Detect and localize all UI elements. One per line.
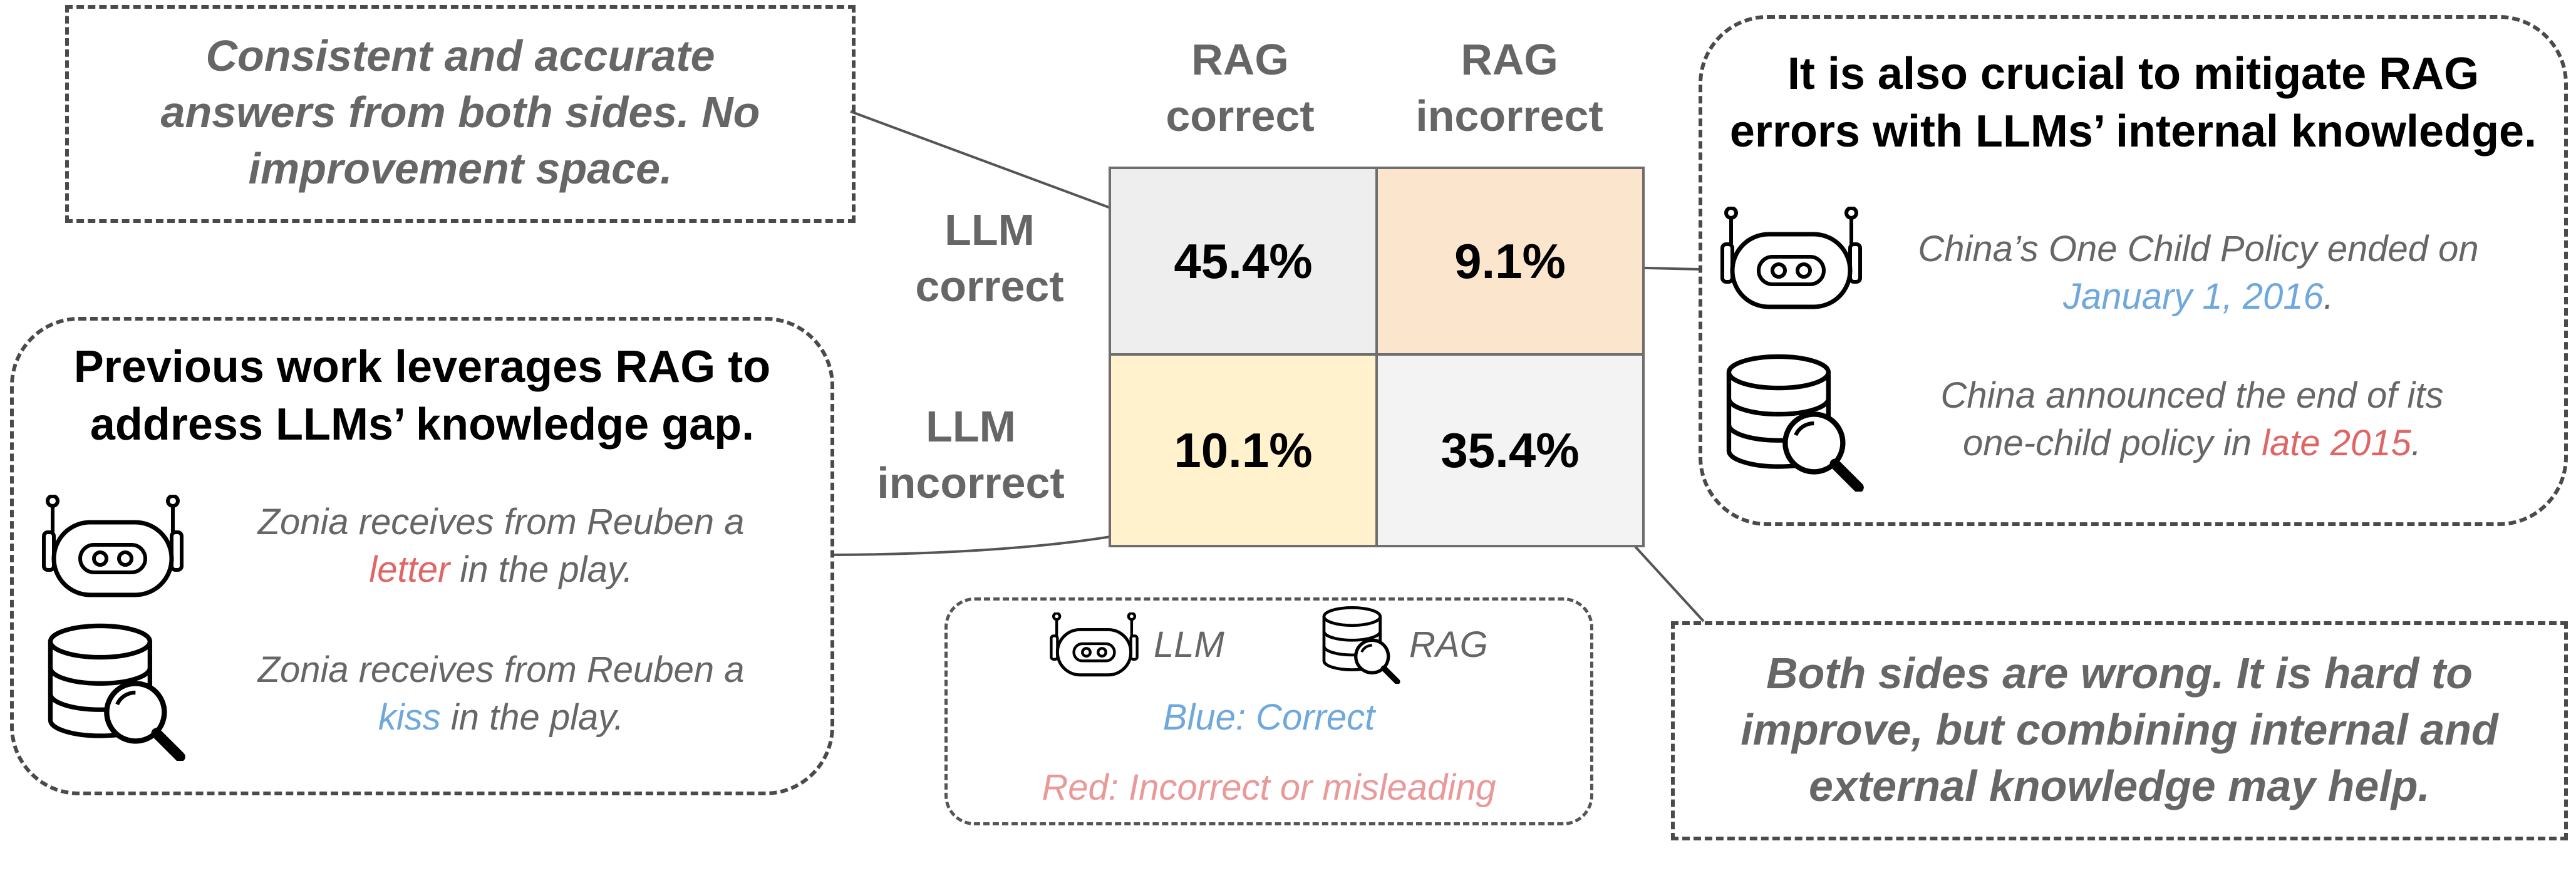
column-header-line: RAG: [1191, 35, 1289, 84]
correct-answer-highlight: kiss: [378, 697, 441, 738]
robot-icon: [42, 495, 184, 597]
incorrect-answer-highlight: late 2015: [2262, 423, 2411, 463]
left-panel-box: [10, 317, 834, 795]
row-header-line: correct: [915, 262, 1064, 311]
legend-box: [944, 597, 1593, 825]
answer-line: Zonia receives from Reuben a: [257, 502, 745, 542]
left-panel-title-line: address LLMs’ knowledge gap.: [90, 400, 755, 450]
left-panel-title: Previous work leverages RAG to address L…: [10, 338, 834, 453]
robot-icon: [1050, 612, 1139, 677]
answer-line: January 1, 2016.: [1866, 273, 2530, 321]
database-search-icon: [48, 623, 185, 761]
answer-line: Zonia receives from Reuben a: [257, 649, 745, 690]
row-header-llm-incorrect: LLM incorrect: [846, 398, 1096, 511]
right-panel-title: It is also crucial to mitigate RAG error…: [1699, 45, 2568, 160]
answer-suffix: in the play.: [440, 697, 624, 738]
answer-line: kiss in the play.: [207, 694, 795, 741]
answer-suffix: in the play.: [450, 549, 633, 590]
answer-end: .: [2411, 423, 2421, 463]
matrix-cell-llm-incorrect-rag-correct: 10.1%: [1109, 353, 1378, 547]
answer-end: .: [2323, 276, 2334, 317]
left-panel-rag-answer: Zonia receives from Reuben a kiss in the…: [207, 646, 795, 741]
answer-line: China’s One Child Policy ended on: [1918, 229, 2479, 269]
incorrect-answer-highlight: letter: [369, 549, 450, 590]
right-panel-rag-answer: China announced the end of its one-child…: [1854, 372, 2530, 467]
legend-rag-label: RAG: [1409, 624, 1488, 665]
answer-line: letter in the play.: [207, 546, 795, 594]
matrix-cell-llm-correct-rag-incorrect: 9.1%: [1375, 167, 1645, 356]
database-search-icon: [1726, 354, 1864, 492]
left-panel-llm-answer: Zonia receives from Reuben a letter in t…: [207, 498, 795, 594]
row-header-line: incorrect: [877, 458, 1065, 507]
column-header-rag-incorrect: RAG incorrect: [1384, 31, 1635, 144]
top-left-note-box: [65, 5, 856, 223]
answer-prefix: one-child policy in: [1963, 423, 2262, 463]
database-search-icon: [1322, 606, 1400, 684]
right-panel-title-line: errors with LLMs’ internal knowledge.: [1729, 106, 2537, 157]
row-header-llm-correct: LLM correct: [864, 202, 1115, 314]
column-header-line: RAG: [1461, 35, 1558, 84]
legend-red-text: Red: Incorrect or misleading: [1042, 767, 1496, 808]
bottom-right-note-box: [1671, 621, 2568, 840]
right-panel-box: [1699, 15, 2568, 526]
row-header-line: LLM: [926, 402, 1016, 451]
right-panel-title-line: It is also crucial to mitigate RAG: [1787, 49, 2480, 99]
bottom-right-note-text: Both sides are wrong. It is hard to impr…: [1741, 649, 2498, 810]
answer-line: one-child policy in late 2015.: [1854, 420, 2530, 467]
top-left-note-text: Consistent and accurate answers from bot…: [160, 31, 760, 193]
matrix-cell-llm-incorrect-rag-incorrect: 35.4%: [1375, 353, 1645, 547]
robot-icon: [1720, 207, 1862, 309]
row-header-line: LLM: [944, 205, 1035, 254]
legend-blue-text: Blue: Correct: [1162, 697, 1375, 738]
matrix-cell-llm-correct-rag-correct: 45.4%: [1109, 167, 1378, 356]
column-header-rag-correct: RAG correct: [1115, 31, 1365, 144]
left-panel-title-line: Previous work leverages RAG to: [73, 342, 771, 392]
answer-line: China announced the end of its: [1940, 375, 2444, 416]
column-header-line: correct: [1166, 91, 1315, 140]
column-header-line: incorrect: [1415, 91, 1603, 140]
legend-llm-label: LLM: [1154, 624, 1224, 665]
correct-answer-highlight: January 1, 2016: [2062, 276, 2324, 317]
right-panel-llm-answer: China’s One Child Policy ended on Januar…: [1866, 225, 2530, 321]
